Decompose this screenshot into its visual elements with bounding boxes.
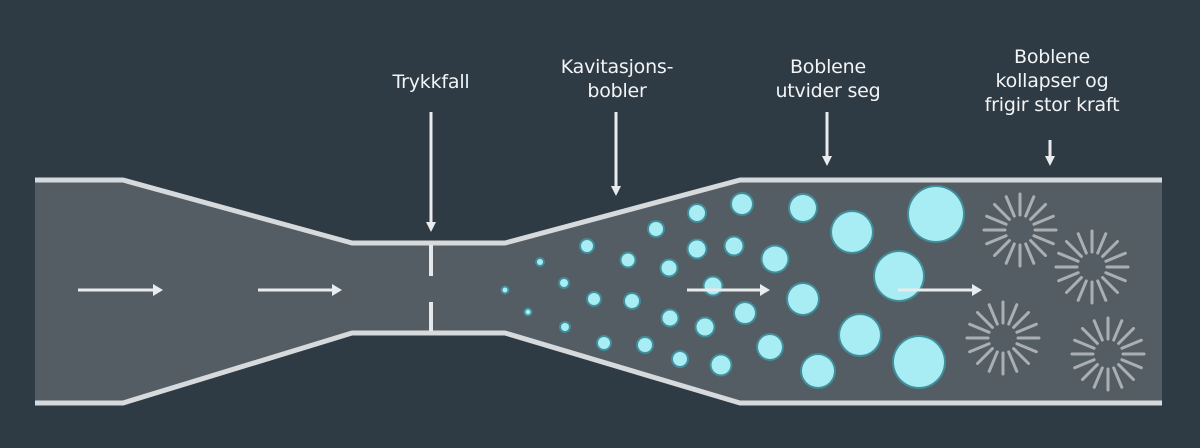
- bubble-icon: [535, 257, 545, 267]
- bubble-icon: [671, 350, 689, 368]
- label-pressure-drop: Trykkfall: [393, 70, 470, 94]
- flow-arrow-icon: [687, 284, 770, 296]
- bubble-icon: [786, 282, 820, 316]
- bubble-icon: [892, 335, 946, 389]
- collapse-burst-icon: [1070, 316, 1146, 392]
- collapse-burst-icon: [1054, 229, 1130, 305]
- bubble-icon: [838, 313, 882, 357]
- pointer-arrow-bubbles-expand-icon: [822, 112, 832, 166]
- bubble-icon: [619, 251, 637, 269]
- label-cavitation-bubbles: Kavitasjons- bobler: [561, 55, 674, 103]
- pointer-arrow-bubbles-collapse-icon: [1045, 140, 1055, 166]
- bubble-icon: [702, 275, 724, 297]
- label-line: Boblene: [1013, 46, 1091, 68]
- bubble-icon: [686, 238, 708, 260]
- bubble-icon: [873, 250, 925, 302]
- bubble-icon: [579, 238, 595, 254]
- pipe-wall-bottom: [35, 330, 1162, 406]
- bubble-icon: [709, 353, 733, 377]
- pointer-arrows-group: [426, 112, 1055, 232]
- bubble-icon: [523, 307, 533, 317]
- bubble-icon: [788, 193, 818, 223]
- bubble-icon: [694, 316, 716, 338]
- pipe-body: [35, 180, 1162, 403]
- flow-arrow-icon: [258, 284, 342, 296]
- pipe-wall-top: [35, 177, 1162, 246]
- bubble-icon: [687, 203, 707, 223]
- bubble-icon: [636, 336, 654, 354]
- label-line: kollapser og: [995, 70, 1109, 92]
- bubble-icon: [760, 244, 790, 274]
- bubble-icon: [660, 308, 680, 328]
- bubble-icon: [659, 258, 679, 278]
- collapse-bursts-group: [965, 192, 1146, 392]
- bubble-icon: [559, 321, 571, 333]
- bubble-icon: [800, 353, 836, 389]
- collapse-burst-icon: [965, 300, 1041, 376]
- label-line: utvider seg: [775, 80, 881, 102]
- bubble-icon: [830, 210, 874, 254]
- label-line: frigir stor kraft: [984, 94, 1120, 116]
- flow-arrow-icon: [898, 284, 982, 296]
- bubble-icon: [756, 333, 784, 361]
- venturi-pipe: [35, 177, 1162, 406]
- bubble-icon: [500, 285, 510, 295]
- label-bubbles-expand: Boblene utvider seg: [775, 55, 880, 103]
- cavitation-bubbles-group: [500, 185, 965, 389]
- bubble-icon: [586, 291, 602, 307]
- label-line: Trykkfall: [392, 71, 470, 93]
- bubble-icon: [907, 185, 965, 243]
- flow-arrows-group: [78, 284, 982, 296]
- pointer-arrow-cavitation-bubbles-icon: [611, 112, 621, 196]
- collapse-burst-icon: [982, 192, 1058, 268]
- bubble-icon: [558, 277, 570, 289]
- bubble-icon: [723, 235, 745, 257]
- label-line: Kavitasjons-: [560, 56, 674, 78]
- pointer-arrow-pressure-drop-icon: [426, 112, 436, 232]
- label-line: Boblene: [789, 56, 867, 78]
- flow-arrow-icon: [78, 284, 163, 296]
- bubble-icon: [623, 292, 641, 310]
- label-line: bobler: [587, 80, 647, 102]
- bubble-icon: [733, 301, 757, 325]
- bubble-icon: [647, 220, 665, 238]
- bubble-icon: [730, 192, 754, 216]
- bubble-icon: [596, 335, 612, 351]
- label-bubbles-collapse: Boblene kollapser og frigir stor kraft: [985, 45, 1120, 117]
